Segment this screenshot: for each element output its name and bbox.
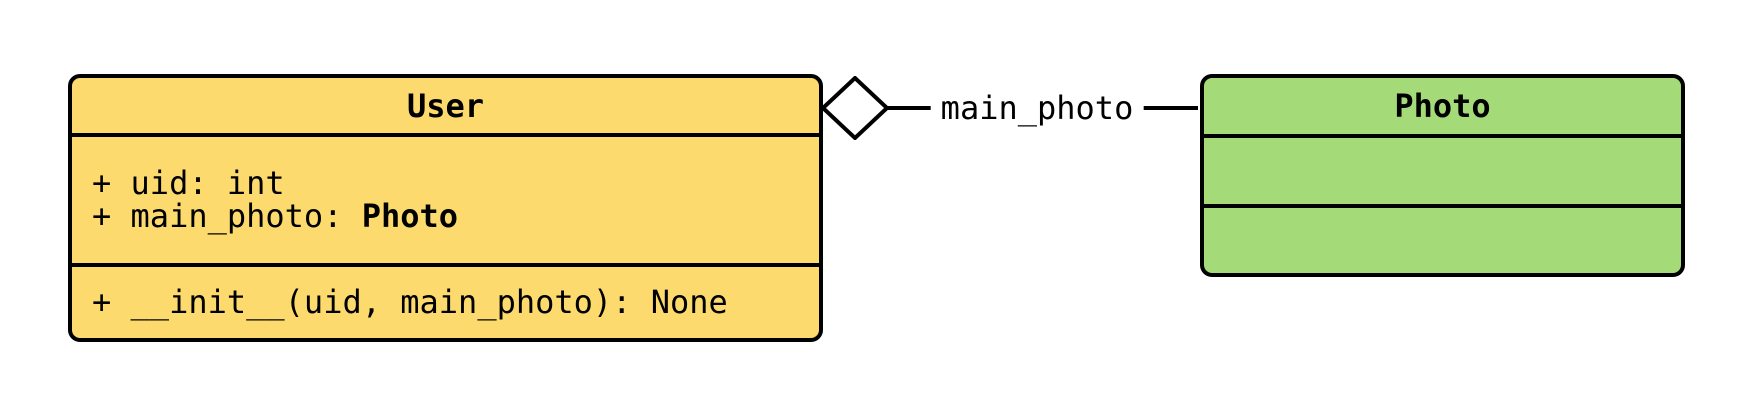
attribute-row: + main_photo: Photo xyxy=(92,200,819,233)
class-title-user: User xyxy=(72,78,819,137)
class-methods-user: + __init__(uid, main_photo): None xyxy=(72,267,819,338)
attribute-row: + uid: int xyxy=(92,167,819,200)
attribute-text: + main_photo: xyxy=(92,197,362,235)
attribute-text: + uid: int xyxy=(92,164,285,202)
class-title-photo: Photo xyxy=(1204,78,1681,138)
attribute-type-bold: Photo xyxy=(361,197,459,235)
class-methods-photo xyxy=(1204,208,1681,273)
class-name-label: Photo xyxy=(1394,87,1491,125)
aggregation-diamond-icon xyxy=(820,76,890,140)
class-box-user: User + uid: int + main_photo: Photo + __… xyxy=(68,74,823,342)
class-attributes-photo xyxy=(1204,138,1681,208)
class-box-photo: Photo xyxy=(1200,74,1685,277)
method-row: + __init__(uid, main_photo): None xyxy=(92,283,728,321)
connector-label: main_photo xyxy=(930,89,1144,127)
class-attributes-user: + uid: int + main_photo: Photo xyxy=(72,137,819,267)
class-name-label: User xyxy=(406,86,485,125)
